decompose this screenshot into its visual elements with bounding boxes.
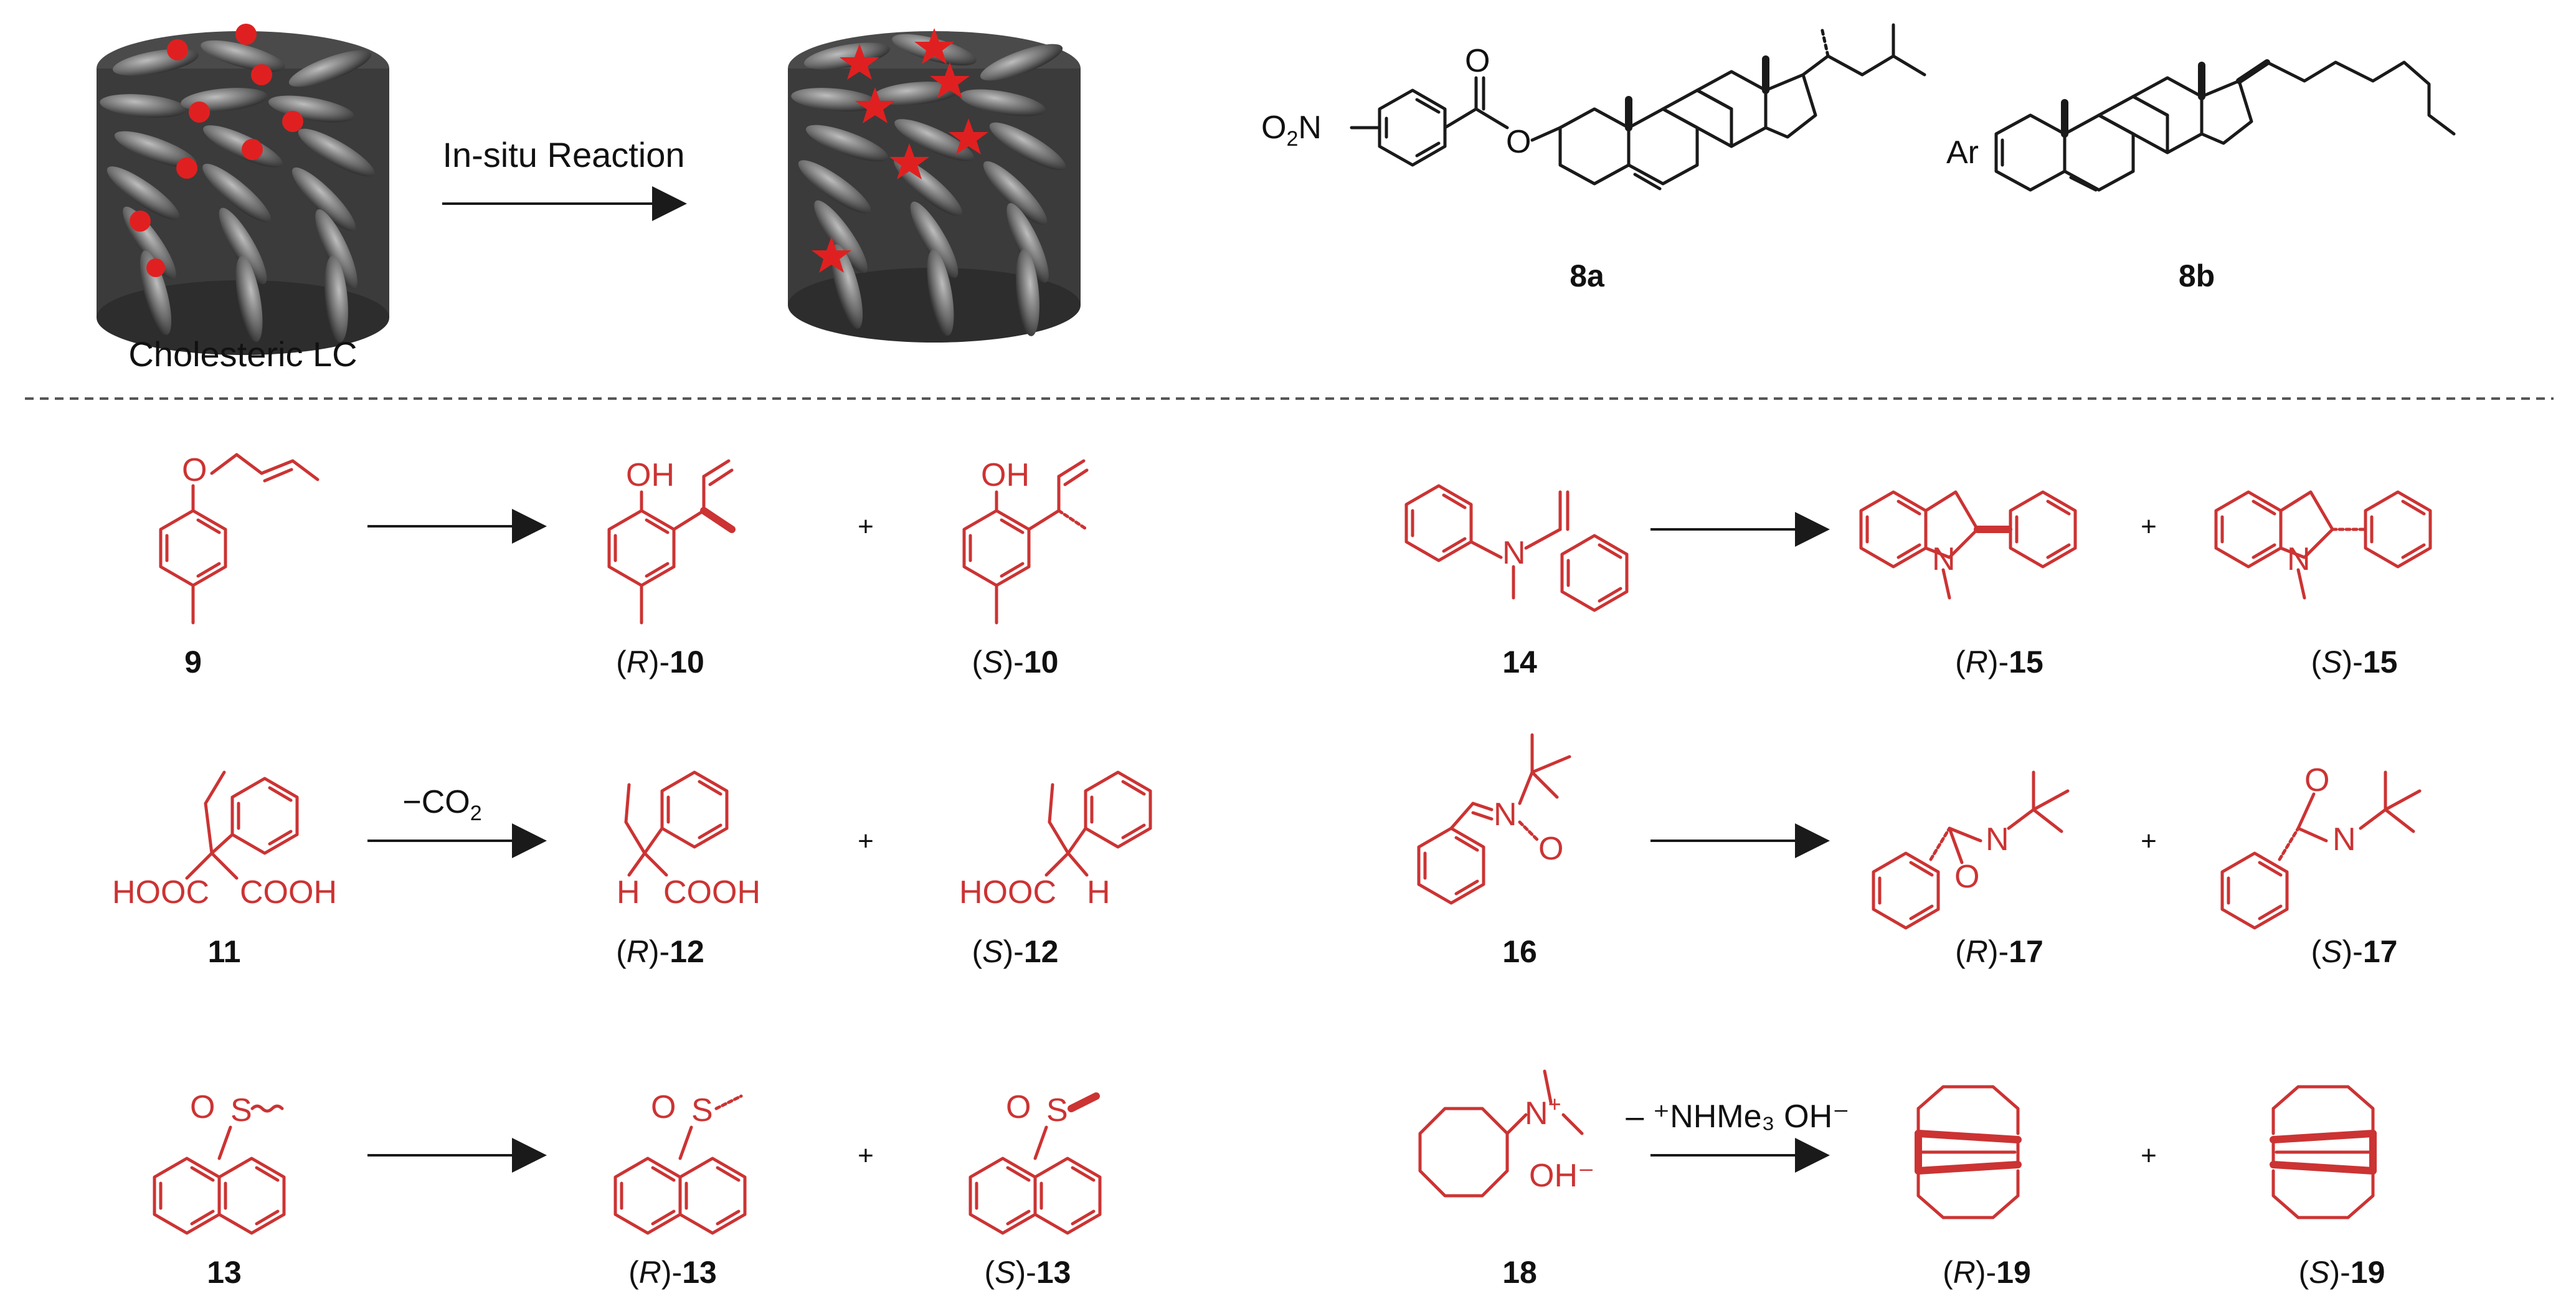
- phenol-oh: OH: [626, 457, 675, 493]
- in-situ-arrow-label: In-situ Reaction: [442, 135, 684, 174]
- carboxyl-cooh: COOH: [240, 874, 337, 911]
- compound-R15-label: (R)-15: [1955, 645, 2043, 679]
- compound-S12-label: (S)-12: [972, 934, 1059, 969]
- compound-S15-label: (S)-15: [2311, 645, 2398, 679]
- structure-11: [185, 770, 297, 880]
- compound-S19-label: (S)-19: [2299, 1255, 2385, 1290]
- structure-14: [1406, 486, 1627, 610]
- lc-cylinder-left: [97, 24, 389, 355]
- ammonium-n: N+: [1525, 1091, 1561, 1132]
- structure-S-15: [2216, 490, 2430, 600]
- compound-8b-label: 8b: [2179, 258, 2215, 293]
- compound-S13-label: (S)-13: [985, 1255, 1071, 1290]
- reagent-hofmann: – ⁺NHMe₃ OH⁻: [1626, 1099, 1849, 1135]
- structure-S-12: [1044, 772, 1150, 877]
- structure-9: [161, 453, 320, 625]
- compound-R19-label: (R)-19: [1943, 1255, 2031, 1290]
- structure-16: [1419, 733, 1571, 903]
- oxaziridine-o: O: [2304, 762, 2329, 798]
- structure-S-13: [970, 1092, 1100, 1233]
- sulfoxide-o: O: [190, 1089, 215, 1125]
- oxaziridine-n: N: [1986, 821, 2009, 858]
- plus-sign: +: [858, 1140, 874, 1171]
- carboxyl-cooh: COOH: [663, 874, 760, 911]
- structure-S-10: [964, 459, 1089, 625]
- compound-14-label: 14: [1502, 645, 1537, 679]
- compound-18-label: 18: [1502, 1255, 1537, 1290]
- structure-18: [1418, 1069, 1584, 1198]
- compound-R10-label: (R)-10: [616, 645, 704, 679]
- sulfoxide-s: S: [1046, 1092, 1068, 1128]
- structure-R-17: [1873, 770, 2070, 928]
- sulfoxide-s: S: [230, 1092, 252, 1128]
- ar-label: Ar: [1946, 135, 1979, 171]
- oxaziridine-n: N: [2332, 821, 2356, 858]
- phenol-oh: OH: [981, 457, 1030, 493]
- nitrone-n: N: [1494, 797, 1517, 833]
- indoline-n: N: [2287, 541, 2311, 577]
- compound-S17-label: (S)-17: [2311, 934, 2398, 969]
- plus-sign: +: [2141, 826, 2157, 856]
- compound-R12-label: (R)-12: [616, 934, 704, 969]
- sulfoxide-o: O: [651, 1089, 676, 1125]
- compound-16-label: 16: [1502, 934, 1537, 969]
- compound-S10-label: (S)-10: [972, 645, 1059, 679]
- plus-sign: +: [858, 511, 874, 542]
- structure-8a: [1350, 23, 1926, 191]
- nitro-o2n: O2N: [1261, 110, 1322, 151]
- structure-R-15: [1861, 490, 2075, 600]
- structure-R-10: [609, 459, 736, 625]
- alpha-h: H: [617, 874, 640, 911]
- structure-R-13: [615, 1094, 745, 1233]
- alpha-h: H: [1087, 874, 1110, 911]
- nitrone-o: O: [1538, 831, 1563, 867]
- carboxyl-hooc: HOOC: [959, 874, 1056, 911]
- structure-13: [154, 1104, 284, 1233]
- compound-13-label: 13: [207, 1255, 242, 1290]
- ester-carbonyl-o: O: [1465, 43, 1490, 79]
- plus-sign: +: [2141, 1140, 2157, 1171]
- reagent-minus-co2: −CO2: [402, 784, 481, 825]
- compound-9-label: 9: [184, 645, 202, 679]
- plus-sign: +: [2141, 511, 2157, 542]
- compound-R13-label: (R)-13: [628, 1255, 717, 1290]
- plus-sign: +: [858, 826, 874, 856]
- ester-o: O: [1506, 124, 1531, 160]
- structure-S-17: [2222, 770, 2422, 928]
- structure-R-12: [624, 772, 727, 877]
- structure-8b: [1994, 59, 2456, 192]
- lc-cylinder-right: [788, 27, 1081, 343]
- lc-label: Cholesteric LC: [128, 334, 357, 374]
- oxaziridine-o: O: [1954, 859, 1979, 895]
- indoline-n: N: [1932, 541, 1956, 577]
- hydroxide: OH⁻: [1529, 1158, 1594, 1194]
- structure-R-19: [1915, 1085, 2022, 1219]
- compound-R17-label: (R)-17: [1955, 934, 2043, 969]
- structure-S-19: [2270, 1085, 2377, 1219]
- amine-n: N: [1502, 535, 1526, 571]
- sulfoxide-s: S: [691, 1092, 713, 1128]
- sulfoxide-o: O: [1006, 1089, 1031, 1125]
- carboxyl-hooc: HOOC: [112, 874, 209, 911]
- ether-o: O: [182, 452, 207, 488]
- compound-11-label: 11: [208, 934, 241, 969]
- compound-8a-label: 8a: [1570, 258, 1605, 293]
